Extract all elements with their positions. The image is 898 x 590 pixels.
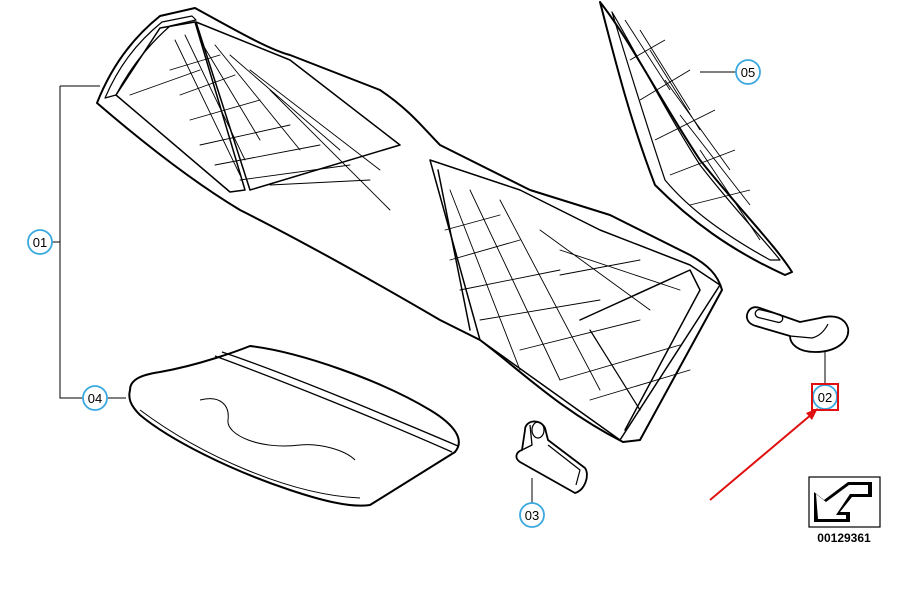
reference-number: 00129361 [817,531,871,545]
callout-05: 05 [735,59,761,85]
side-panel-part [599,1,793,276]
callout-01: 01 [27,229,53,255]
callout-03-label: 03 [525,508,539,523]
callout-04-label: 04 [88,391,102,406]
floor-mat-part [128,345,460,507]
leader-lines [52,71,826,503]
callout-01-label: 01 [33,235,47,250]
callout-02-label: 02 [818,390,832,405]
callout-02: 02 [811,383,839,411]
mounting-bracket-part [515,420,588,494]
strap-pin-part [745,306,849,353]
callout-03: 03 [519,502,545,528]
wind-deflector-frame [96,7,723,443]
callout-02-highlight-box [811,383,839,411]
highlight-arrow [709,408,818,501]
reference-icon-box [808,476,881,528]
callout-04: 04 [82,385,108,411]
callout-05-label: 05 [741,65,755,80]
